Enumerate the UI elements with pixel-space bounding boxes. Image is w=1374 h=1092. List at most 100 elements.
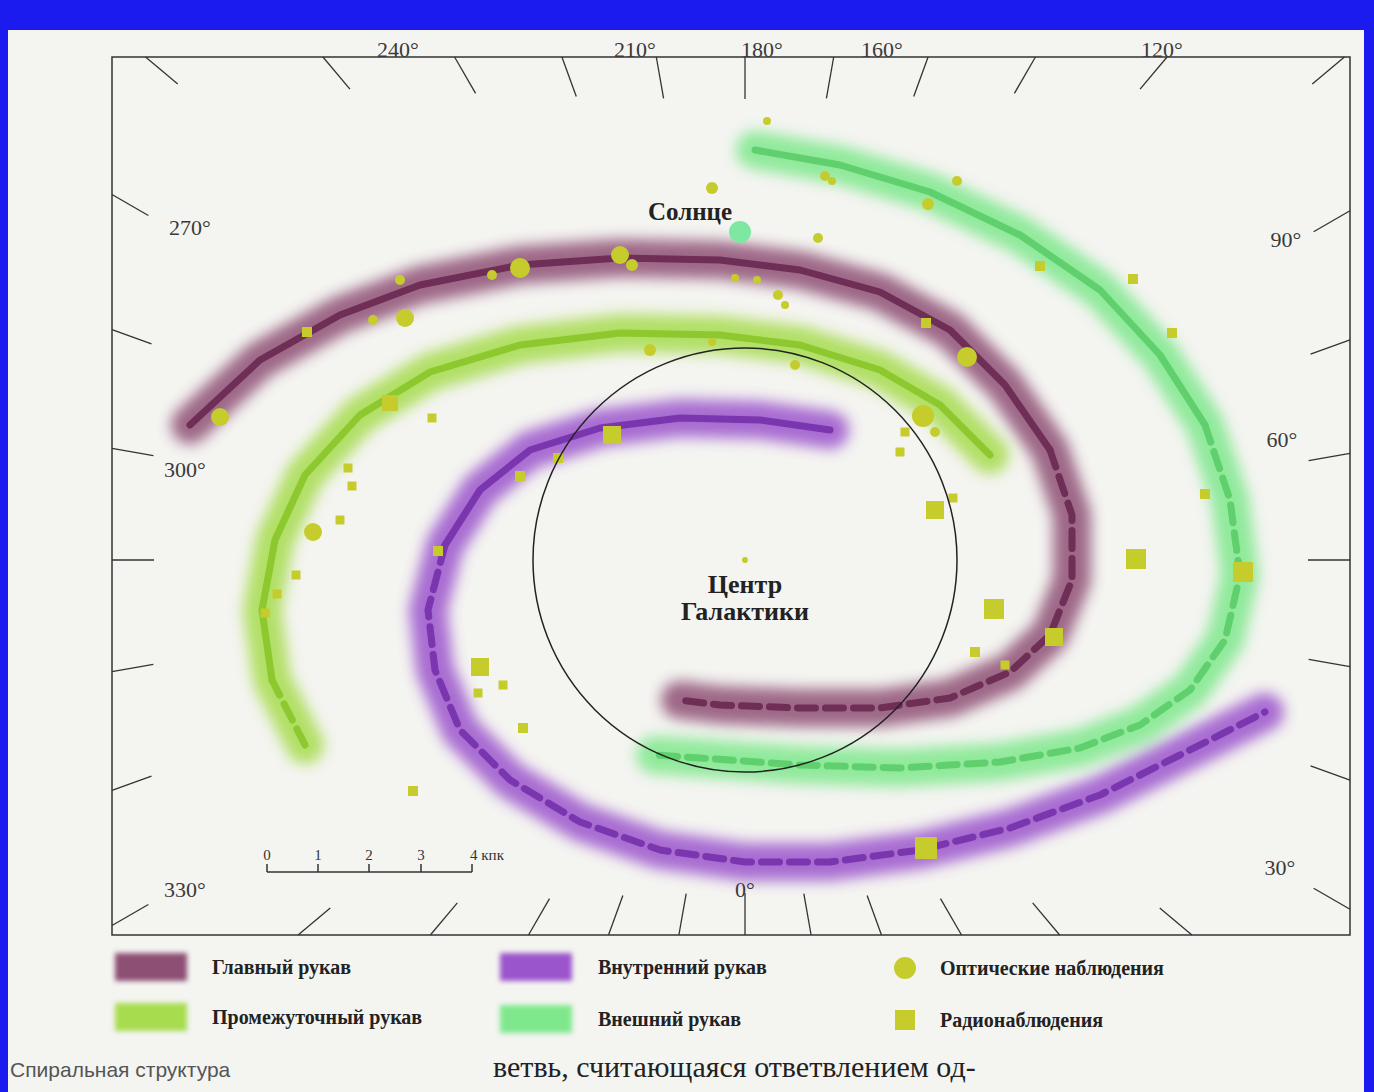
longitude-label: 120° [1141, 37, 1183, 63]
optical-point [773, 290, 783, 300]
radio-point [382, 395, 398, 411]
tick-mark [744, 57, 745, 99]
tick-mark [112, 776, 151, 790]
tick-mark [1309, 453, 1350, 460]
tick-mark [826, 57, 833, 98]
radio-point [1167, 328, 1177, 338]
tick-mark [914, 57, 928, 96]
optical-point [922, 198, 934, 210]
tick-mark [455, 57, 476, 93]
radio-point [1001, 661, 1010, 670]
node-label: Центр Галактики [650, 571, 840, 626]
tick-mark [112, 330, 151, 344]
circle-outline [532, 347, 958, 773]
radio-point [515, 471, 525, 481]
arm-swatch [500, 953, 572, 981]
caption-fragment: ветвь, считающаяся ответвлением од- [493, 1050, 976, 1084]
radio-point [1045, 628, 1063, 646]
tick-mark [804, 894, 811, 935]
radio-point [1200, 489, 1210, 499]
longitude-ticks [112, 57, 1350, 935]
tick-mark [609, 896, 623, 935]
caption-fragment: Спиральная структура [10, 1058, 230, 1082]
radio-point [474, 689, 483, 698]
tick-mark [1033, 903, 1060, 935]
map-frame [112, 57, 1350, 935]
longitude-label: 240° [377, 37, 419, 63]
tick-mark [112, 904, 148, 925]
optical-point [912, 405, 934, 427]
tick-mark [1311, 766, 1350, 780]
radio-point [344, 464, 353, 473]
tick-mark [1308, 559, 1350, 560]
tick-mark [941, 899, 962, 935]
longitude-label: 210° [614, 37, 656, 63]
radio-point [1128, 274, 1138, 284]
radio-point [348, 482, 357, 491]
optical-point [644, 344, 656, 356]
optical-point [611, 246, 629, 264]
tick-mark [867, 896, 881, 935]
optical-point [211, 408, 229, 426]
scale-bar [267, 864, 472, 872]
tick-mark [112, 195, 148, 216]
tick-mark [1309, 659, 1350, 666]
radio-point [273, 590, 282, 599]
sun-dot [729, 221, 751, 243]
optical-point [813, 233, 823, 243]
optical-point [753, 276, 761, 284]
tick-mark [112, 559, 154, 560]
radio-point [471, 658, 489, 676]
tick-mark [146, 57, 178, 84]
radio-point [408, 786, 418, 796]
radio-symbol [895, 1010, 915, 1030]
optical-point [930, 427, 940, 437]
legend-text: Радионаблюдения [940, 1010, 1340, 1031]
radio-point [336, 516, 345, 525]
longitude-label: 60° [1267, 427, 1298, 453]
tick-mark [323, 57, 350, 89]
tick-mark [1314, 211, 1350, 232]
longitude-label: 90° [1271, 227, 1302, 253]
optical-point [731, 274, 739, 282]
tick-mark [112, 448, 153, 455]
tick-mark [1314, 888, 1350, 909]
radio-point [970, 647, 980, 657]
legend-text: Оптические наблюдения [940, 958, 1340, 979]
optical-point [706, 182, 718, 194]
intermediate-arm-core [272, 680, 305, 745]
arm-swatch [115, 953, 187, 981]
scale-number: 3 [417, 847, 425, 864]
radio-point [292, 571, 301, 580]
optical-symbol [894, 957, 916, 979]
optical-point [510, 258, 530, 278]
inner-arm-core [428, 545, 1265, 862]
galactic-center-circle: Центр Галактики [532, 347, 958, 773]
radio-point [603, 426, 621, 444]
tick-mark [112, 664, 153, 671]
scale-number: 0 [263, 847, 271, 864]
radio-point [984, 599, 1004, 619]
scale-number: 2 [365, 847, 373, 864]
tick-mark [1311, 340, 1350, 354]
arm-swatch [500, 1005, 572, 1033]
radio-point [921, 318, 931, 328]
optical-point [368, 315, 378, 325]
tick-mark [1014, 57, 1035, 93]
optical-point [781, 301, 789, 309]
longitude-label: 160° [861, 37, 903, 63]
tick-mark [1160, 908, 1192, 935]
tick-mark [1312, 57, 1344, 84]
optical-point [487, 270, 497, 280]
main-arm [190, 258, 1072, 708]
radio-point [433, 546, 443, 556]
longitude-label: 30° [1265, 855, 1296, 881]
page-panel [8, 30, 1364, 1092]
tick-mark [656, 57, 663, 98]
radio-point [261, 609, 270, 618]
outer-arm [655, 150, 1240, 768]
radio-point [915, 837, 937, 859]
radio-point [1035, 261, 1045, 271]
tick-mark [679, 894, 686, 935]
